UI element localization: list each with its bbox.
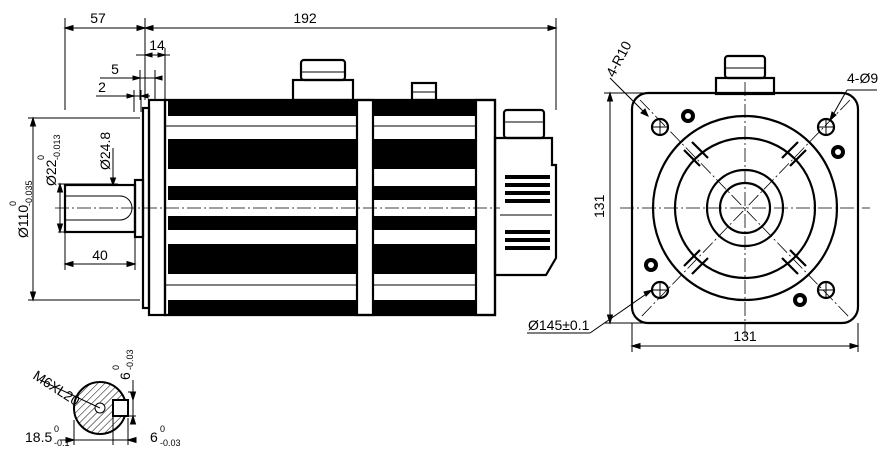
dim-5: 5 bbox=[111, 61, 119, 77]
dim-key-width-2: 6 0 -0.03 bbox=[150, 424, 181, 448]
dim-shaft-step: Ø24.8 bbox=[97, 132, 113, 170]
dim-40: 40 bbox=[92, 247, 108, 263]
svg-text:0: 0 bbox=[111, 365, 121, 370]
dim-width-131: 131 bbox=[733, 328, 757, 344]
svg-text:-0.035: -0.035 bbox=[24, 180, 34, 206]
svg-text:18.5: 18.5 bbox=[25, 429, 52, 445]
dim-14: 14 bbox=[149, 37, 165, 53]
dim-flange-diameter: Ø110 0 -0.035 bbox=[8, 180, 34, 238]
svg-text:0: 0 bbox=[8, 201, 18, 206]
label-corner-radius: 4-R10 bbox=[603, 38, 635, 79]
svg-text:0: 0 bbox=[160, 424, 165, 434]
label-thread: M6XL20 bbox=[30, 367, 83, 409]
dim-key-width: 6 0 -0.03 bbox=[111, 349, 135, 380]
svg-text:-0.1: -0.1 bbox=[54, 438, 70, 448]
dim-height-131: 131 bbox=[591, 194, 607, 218]
dim-key-depth: 18.5 0 -0.1 bbox=[25, 424, 70, 448]
svg-text:6: 6 bbox=[117, 372, 133, 380]
side-view: 57 192 14 5 2 Ø110 0 -0.035 bbox=[8, 10, 558, 317]
svg-text:-0.03: -0.03 bbox=[160, 438, 181, 448]
svg-text:-0.03: -0.03 bbox=[125, 349, 135, 370]
dim-shaft-diameter: Ø22 0 -0.013 bbox=[36, 134, 62, 186]
label-pcd: Ø145±0.1 bbox=[528, 317, 590, 333]
mounting-holes bbox=[644, 109, 845, 307]
label-hole-spec: 4-Ø9 bbox=[847, 70, 878, 86]
front-view: 4-R10 4-Ø9 131 131 Ø145±0.1 bbox=[527, 38, 878, 352]
svg-text:0: 0 bbox=[36, 155, 46, 160]
dim-2: 2 bbox=[98, 79, 106, 95]
small-connector-icon bbox=[410, 81, 438, 102]
svg-text:Ø110: Ø110 bbox=[15, 205, 31, 238]
svg-text:6: 6 bbox=[150, 429, 158, 445]
dim-57: 57 bbox=[90, 10, 106, 26]
encoder-housing-icon bbox=[493, 108, 558, 277]
svg-text:Ø22: Ø22 bbox=[43, 159, 59, 186]
dim-192: 192 bbox=[293, 10, 317, 26]
shaft-section: M6XL20 6 0 -0.03 18.5 0 -0.1 6 0 -0.03 bbox=[25, 349, 181, 448]
svg-text:0: 0 bbox=[54, 424, 59, 434]
svg-text:-0.013: -0.013 bbox=[52, 134, 62, 160]
power-connector-icon bbox=[291, 58, 355, 102]
